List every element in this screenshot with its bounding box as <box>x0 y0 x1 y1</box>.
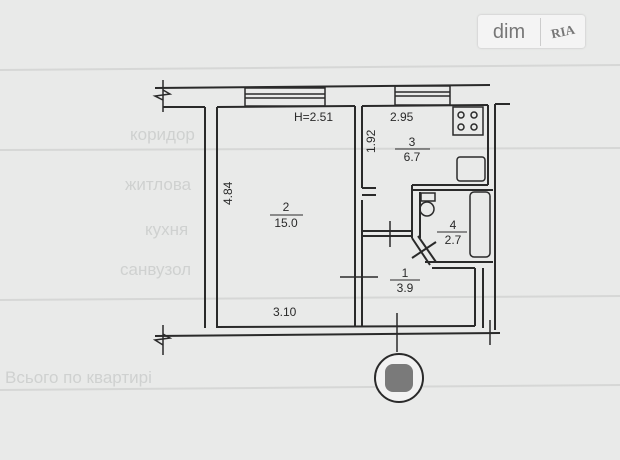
room-2-number: 2 <box>283 200 290 214</box>
room-2-area: 15.0 <box>274 216 298 230</box>
kitchen-width-dim: 2.95 <box>390 110 414 124</box>
room-3-number: 3 <box>409 135 416 149</box>
logo-dim-text: dim <box>478 17 541 46</box>
fixtures <box>340 106 491 352</box>
background-table: коридор житлова кухня санвузол Всього по… <box>0 64 620 391</box>
bg-text-corridor: коридор <box>130 125 195 144</box>
bg-text-bathroom: санвузол <box>120 260 191 279</box>
bg-text-kitchen: кухня <box>145 220 188 239</box>
room-4-number: 4 <box>450 218 457 232</box>
dimria-logo[interactable]: dim RIA <box>478 15 585 48</box>
room-1-number: 1 <box>402 266 409 280</box>
orientation-marker <box>374 353 424 403</box>
walls <box>154 84 510 337</box>
stove-icon <box>452 106 484 136</box>
ceiling-height: H=2.51 <box>294 110 333 124</box>
break-marks <box>152 80 491 355</box>
bathtub-icon <box>469 191 491 258</box>
room-depth-dim: 4.84 <box>221 181 235 205</box>
room-3-area: 6.7 <box>404 150 421 164</box>
toilet-icon <box>419 201 435 217</box>
room-width-dim: 3.10 <box>273 305 297 319</box>
bg-text-total: Всього по квартирі <box>5 368 152 387</box>
kitchen-depth-dim: 1.92 <box>364 129 378 153</box>
sink-icon <box>456 156 486 182</box>
area-dividers <box>270 148 467 281</box>
room-4-area: 2.7 <box>445 233 462 247</box>
windows <box>244 85 451 107</box>
room-1-area: 3.9 <box>397 281 414 295</box>
bg-text-living: житлова <box>125 175 192 194</box>
logo-ria-text: RIA <box>549 21 577 41</box>
